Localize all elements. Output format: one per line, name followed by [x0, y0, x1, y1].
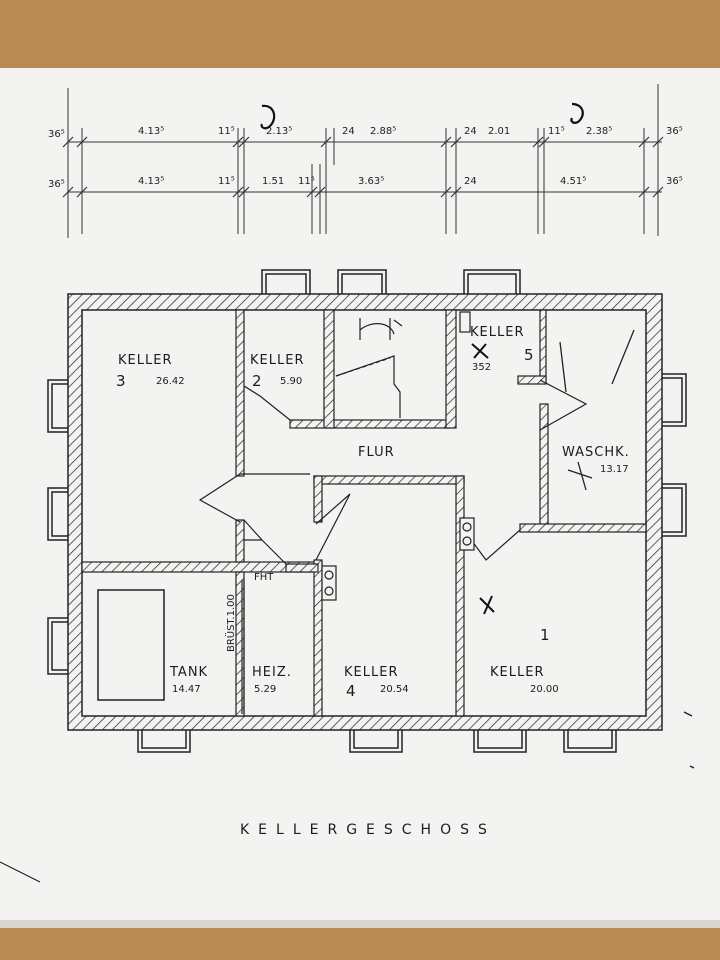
- dim-r2-6: 3.63⁵: [358, 176, 384, 187]
- dim-r1-3: 11⁵: [218, 126, 235, 137]
- room-keller5-area: 352: [472, 362, 491, 373]
- dim-r2-9: 36⁵: [666, 176, 683, 187]
- dim-r1-7: 24: [464, 126, 477, 137]
- room-heiz-name: HEIZ.: [252, 665, 292, 680]
- stair: [335, 318, 403, 418]
- dim-r1-8: 2.01: [488, 126, 510, 137]
- room-waschk-name: WASCHK.: [562, 445, 630, 460]
- room-keller5-number: 5: [524, 346, 534, 364]
- plan-title: KELLERGESCHOSS: [240, 822, 496, 838]
- dim-r2-1: 36⁵: [48, 179, 65, 190]
- room-keller1-area: 20.00: [530, 684, 559, 695]
- dim-r2-4: 1.51: [262, 176, 284, 187]
- dim-r1-4: 2.13⁵: [266, 126, 292, 137]
- bruest-label: BRÜST.1.00: [224, 594, 237, 652]
- dim-r1-11: 36⁵: [666, 126, 683, 137]
- dim-r1-6: 2.88⁵: [370, 126, 396, 137]
- room-waschk-area: 13.17: [600, 464, 629, 475]
- pen-corner-mark: [0, 861, 41, 883]
- pen-lines-waschk: [559, 329, 635, 491]
- room-keller1-number: 1: [540, 626, 550, 644]
- dim-r1-10: 2.38⁵: [586, 126, 612, 137]
- room-keller1-name: KELLER: [490, 665, 544, 680]
- room-keller3-area: 26.42: [156, 376, 185, 387]
- dim-r2-3: 11⁵: [218, 176, 235, 187]
- paper-shadow: [0, 920, 720, 928]
- pen-mark-small: [683, 711, 695, 769]
- pen-mark-1: [260, 104, 276, 130]
- dim-r1-2: 4.13⁵: [138, 126, 164, 137]
- room-tank-area: 14.47: [172, 684, 201, 695]
- dim-r2-8: 4.51⁵: [560, 176, 586, 187]
- room-keller4-area: 20.54: [380, 684, 409, 695]
- dim-r2-7: 24: [464, 176, 477, 187]
- room-keller3-number: 3: [116, 372, 126, 390]
- dim-r2-2: 4.13⁵: [138, 176, 164, 187]
- room-tank-name: TANK: [169, 665, 208, 680]
- room-heiz-area: 5.29: [254, 684, 276, 695]
- room-keller2-name: KELLER: [250, 353, 304, 368]
- fht-label: FHT: [254, 572, 274, 583]
- oil-tank: [97, 589, 165, 701]
- paper-sheet: [0, 68, 720, 926]
- room-keller4-name: KELLER: [344, 665, 398, 680]
- pen-mark-2: [570, 102, 584, 124]
- room-keller4-number: 4: [346, 682, 356, 700]
- pen-x-keller1: [479, 595, 495, 615]
- interior-walls: [81, 309, 647, 717]
- pen-x-keller5: [471, 343, 489, 359]
- dimension-ticks: [62, 136, 664, 198]
- room-keller3-name: KELLER: [118, 353, 172, 368]
- room-keller2-number: 2: [252, 372, 262, 390]
- flue-openings: [321, 517, 475, 601]
- dim-r1-5: 24: [342, 126, 355, 137]
- room-keller2-area: 5.90: [280, 376, 302, 387]
- dimension-chains: [67, 84, 662, 238]
- outer-wall: [67, 293, 663, 731]
- room-keller5-name: KELLER: [470, 325, 524, 340]
- dim-r1-9: 11⁵: [548, 126, 565, 137]
- dim-r2-5: 11⁵: [298, 176, 315, 187]
- room-flur-name: FLUR: [358, 445, 395, 460]
- dim-r1-1: 36⁵: [48, 129, 65, 140]
